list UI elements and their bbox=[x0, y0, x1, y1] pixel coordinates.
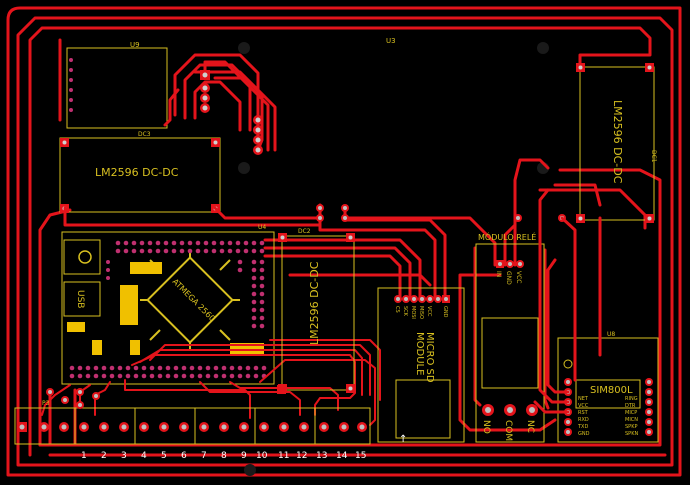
terminal-number: 1 bbox=[81, 451, 87, 461]
outer-traces bbox=[6, 6, 682, 477]
gsm-name: SIM800L bbox=[590, 385, 633, 396]
terminal-number: 7 bbox=[201, 451, 207, 461]
sd-pin-miso: MISO bbox=[418, 306, 424, 319]
terminal-block: P3 1 2 3 bbox=[14, 400, 371, 461]
gsm-pin-ring: RING bbox=[625, 396, 638, 402]
relay-terminals bbox=[482, 404, 538, 416]
gsm-pin-micn: MICN bbox=[625, 417, 638, 423]
gsm-pin-txd: TXD bbox=[577, 424, 588, 430]
terminal-number: 6 bbox=[181, 451, 187, 461]
gsm-pin-rst: RST bbox=[578, 410, 589, 416]
terminal-number: 11 bbox=[278, 451, 289, 461]
relay-pin-vcc: VCC bbox=[515, 271, 522, 283]
upper-traces bbox=[163, 53, 277, 152]
gsm-pin-spkn: SPKN bbox=[625, 431, 638, 437]
sd-pin-sck: SCK bbox=[402, 306, 408, 317]
dc3-label: DC3 bbox=[138, 131, 151, 138]
terminal-number: 13 bbox=[316, 451, 327, 461]
sd-title-line2: MODULE bbox=[414, 332, 425, 375]
relay-pin-in: IN bbox=[495, 271, 502, 277]
dc1-module: DC1 LM2596 DC-DC bbox=[576, 63, 657, 223]
relay-terminal-com: COM bbox=[503, 420, 513, 441]
terminal-number: 4 bbox=[141, 451, 147, 461]
dc3-module-name: LM2596 DC-DC bbox=[95, 166, 179, 179]
terminal-pads bbox=[17, 422, 367, 432]
gsm-pin-spkp: SPKP bbox=[625, 424, 637, 430]
p3-label: P3 bbox=[42, 400, 50, 407]
relay-pin-gnd: GND bbox=[505, 271, 512, 285]
mcu-chip-outline bbox=[146, 256, 234, 344]
header-pins-right bbox=[237, 259, 265, 329]
usb-label: USB bbox=[75, 290, 85, 308]
dc1-label: DC1 bbox=[650, 150, 657, 163]
sd-orientation-mark: ↑ bbox=[399, 434, 407, 445]
mcu-smd-pads bbox=[67, 262, 264, 355]
terminal-number: 2 bbox=[101, 451, 107, 461]
gsm-pin-vcc: VCC bbox=[578, 403, 589, 409]
sd-title-line1: MICRO SD bbox=[424, 332, 435, 383]
header-pins-bottom bbox=[69, 365, 267, 379]
gsm-pin-gnd: GND bbox=[578, 431, 590, 437]
terminal-number: 12 bbox=[296, 451, 307, 461]
terminal-number: 3 bbox=[121, 451, 127, 461]
header-pins-top bbox=[115, 240, 265, 254]
sd-pins bbox=[394, 295, 450, 303]
gsm-traces bbox=[533, 188, 602, 414]
relay-title: MÓDULO RELÉ bbox=[478, 231, 536, 242]
relay-input-pins bbox=[496, 260, 524, 268]
header-pins-left bbox=[106, 260, 110, 280]
gsm-pin-net: NET bbox=[578, 396, 589, 402]
terminal-number: 5 bbox=[161, 451, 167, 461]
terminal-number: 15 bbox=[355, 451, 366, 461]
u9-label: U9 bbox=[130, 41, 140, 49]
terminal-number: 14 bbox=[336, 451, 348, 461]
micro-sd-module: ↑ MICRO SD MODULE CS SCK MOSI MISO VCC G… bbox=[377, 287, 465, 445]
sd-pin-gnd: GND bbox=[442, 306, 448, 318]
sd-pin-vcc: VCC bbox=[426, 306, 432, 317]
sd-pin-cs: CS bbox=[394, 306, 400, 313]
u9-module: U9 bbox=[66, 41, 168, 129]
gsm-pin-micp: MICP bbox=[625, 410, 637, 416]
u3-label: U3 bbox=[386, 37, 396, 45]
gsm-right-pads bbox=[645, 378, 653, 436]
terminal-numbers: 1 2 3 4 5 6 7 8 9 10 11 12 13 14 15 bbox=[81, 451, 366, 461]
u3-connector bbox=[200, 70, 263, 155]
mounting-holes bbox=[238, 42, 549, 476]
gsm-pin-rxd: RXD bbox=[578, 417, 589, 423]
dc2-module-name: LM2596 DC-DC bbox=[308, 261, 321, 345]
relay-terminal-nc: NC bbox=[525, 420, 535, 433]
terminal-number: 9 bbox=[241, 451, 247, 461]
dc2-label: DC2 bbox=[298, 228, 311, 235]
sd-pin-mosi: MOSI bbox=[410, 306, 416, 319]
relay-terminal-no: NO bbox=[481, 420, 491, 434]
terminal-number: 8 bbox=[221, 451, 227, 461]
relay-module: MÓDULO RELÉ IN GND VCC NO COM NC bbox=[475, 231, 545, 443]
u4-label: U4 bbox=[258, 224, 266, 231]
terminal-number: 10 bbox=[256, 451, 268, 461]
gsm-ref: U8 bbox=[607, 331, 615, 338]
dc1-module-name: LM2596 DC-DC bbox=[611, 100, 624, 184]
gsm-pin-dtr: DTR bbox=[625, 403, 636, 409]
misc-vias bbox=[46, 385, 286, 409]
